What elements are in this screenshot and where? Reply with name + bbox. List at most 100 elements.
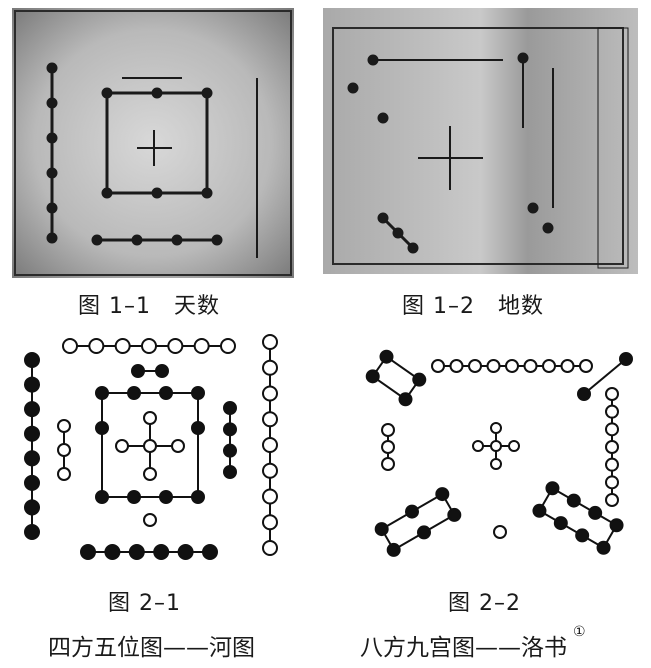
luoshu-east-chain bbox=[605, 387, 619, 507]
photo2-marks-rect bbox=[597, 27, 629, 269]
luoshu-southwest-pair-line bbox=[583, 358, 627, 395]
dishu-manuscript-image bbox=[323, 8, 638, 274]
luoshu-center-cross-dot bbox=[508, 440, 520, 452]
luoshu-east-chain-dot bbox=[605, 475, 619, 490]
luoshu-south-chain-dot bbox=[579, 359, 593, 373]
hetu-east-chain-dot bbox=[262, 411, 278, 428]
luoshu-northwest-diamond-dot bbox=[405, 504, 419, 519]
hetu-center-square-dot bbox=[95, 386, 109, 400]
caption-fig-2-2: 图 2–2 bbox=[448, 591, 521, 616]
hetu-center-square-dot bbox=[191, 490, 205, 504]
luoshu-southwest-pair bbox=[577, 352, 633, 401]
hetu-east-chain bbox=[262, 334, 278, 556]
footnote-mark: ① bbox=[573, 624, 586, 640]
hetu-north-chain-dot bbox=[177, 544, 194, 560]
hetu-center-cross-dot bbox=[143, 411, 157, 425]
hetu-center-cross-dot bbox=[143, 467, 157, 481]
photo2-marks-circle bbox=[377, 212, 389, 224]
tianshu-manuscript-image bbox=[12, 8, 294, 278]
luoshu-northeast-diamond-dot bbox=[609, 518, 624, 533]
hetu-east-chain-dot bbox=[262, 488, 278, 505]
photo2-marks-circle bbox=[542, 222, 554, 234]
hetu-center-square-dot bbox=[95, 421, 109, 435]
hetu-west-chain-dot bbox=[24, 352, 40, 368]
title-luoshu-text: 八方九宫图——洛书 bbox=[360, 635, 567, 661]
hetu-center-square-dot bbox=[191, 386, 205, 400]
luoshu-northeast-diamond-dot bbox=[566, 493, 581, 508]
luoshu-southeast-diamond-frame bbox=[371, 355, 421, 401]
hetu-center-square-dot bbox=[159, 386, 173, 400]
hetu-west-chain-dot bbox=[24, 425, 40, 442]
luoshu-center-cross bbox=[472, 422, 520, 470]
luoshu-center-cross-dot bbox=[490, 422, 502, 434]
hetu-west-chain-dot bbox=[24, 401, 40, 418]
hetu-diagram bbox=[24, 334, 278, 560]
hetu-east-chain-dot bbox=[262, 540, 278, 556]
luoshu-east-chain-dot bbox=[605, 440, 619, 454]
photo1-marks-circle bbox=[46, 232, 58, 244]
luoshu-northwest-diamond-dot bbox=[447, 507, 462, 522]
photo1-marks-circle bbox=[211, 234, 223, 246]
hetu-center-cross-dot bbox=[143, 439, 157, 453]
hetu-east-chain-dot bbox=[262, 359, 278, 376]
hetu-center-cross-dot bbox=[171, 439, 185, 453]
photo1-marks-circle bbox=[46, 62, 58, 74]
luoshu-northwest-diamond-dot bbox=[374, 522, 389, 537]
title-hetu: 四方五位图——河图 bbox=[48, 635, 255, 661]
photo2-marks-circle bbox=[392, 227, 404, 239]
photo1-marks-circle bbox=[91, 234, 103, 246]
luoshu-south-chain-dot bbox=[542, 359, 556, 373]
luoshu-east-chain-dot bbox=[605, 457, 619, 472]
hetu-north-chain bbox=[80, 544, 218, 560]
photo1-marks-circle bbox=[46, 132, 58, 144]
hetu-inner-west-chain-dot bbox=[57, 419, 71, 433]
photo1-marks-circle bbox=[46, 202, 58, 214]
hetu-north-chain-dot bbox=[153, 544, 170, 560]
hetu-inner-west-chain bbox=[57, 419, 71, 481]
luoshu-northeast-diamond-dot bbox=[575, 528, 590, 543]
luoshu-south-chain bbox=[431, 359, 593, 373]
hetu-center-square-dot bbox=[95, 490, 109, 504]
hetu-inner-east-chain-dot bbox=[223, 465, 237, 479]
luoshu-northeast-diamond-dot bbox=[545, 481, 560, 496]
luoshu-northeast-diamond-dot bbox=[553, 516, 568, 531]
photo1-marks-circle bbox=[151, 187, 163, 199]
photo2-marks-circle bbox=[407, 242, 419, 254]
hetu-east-chain-dot bbox=[262, 462, 278, 479]
hetu-inner-east-chain bbox=[223, 401, 237, 479]
hetu-west-chain-dot bbox=[24, 474, 40, 491]
photo2-marks-circle bbox=[367, 54, 379, 66]
luoshu-southeast-diamond-dot bbox=[365, 369, 380, 384]
hetu-south-chain-dot bbox=[114, 338, 131, 354]
hetu-center-square-dot bbox=[127, 386, 141, 400]
hetu-south-chain-dot bbox=[193, 338, 210, 354]
photo1-marks-circle bbox=[46, 97, 58, 109]
luoshu-diagram bbox=[365, 349, 633, 557]
luoshu-southwest-pair-dot bbox=[577, 387, 591, 401]
photo2-marks-circle bbox=[517, 52, 529, 64]
hetu-east-chain-dot bbox=[262, 514, 278, 531]
luoshu-northwest-diamond-dot bbox=[435, 487, 450, 502]
hetu-north-chain-dot bbox=[80, 544, 96, 560]
luoshu-northwest-diamond-frame bbox=[380, 492, 456, 552]
hetu-center-square-dot bbox=[159, 490, 173, 504]
caption-fig-1-1: 图 1–1 天数 bbox=[78, 294, 220, 319]
luoshu-south-chain-dot bbox=[449, 359, 464, 373]
hetu-center-cross-dot bbox=[115, 439, 129, 453]
photo1-marks-circle bbox=[131, 234, 143, 246]
luoshu-southeast-diamond-dot bbox=[412, 372, 427, 387]
hetu-center-square-frame bbox=[101, 392, 199, 498]
hetu-inner-north-dot bbox=[143, 513, 157, 527]
hetu-south-chain bbox=[62, 338, 236, 354]
hetu-south-chain-dot bbox=[88, 338, 105, 354]
hetu-south-chain-dot bbox=[62, 338, 78, 354]
luoshu-west-chain-dot bbox=[381, 457, 395, 471]
hetu-inner-west-chain-dot bbox=[57, 467, 71, 481]
luoshu-south-chain-dot bbox=[468, 359, 482, 373]
hetu-center-square bbox=[95, 386, 205, 504]
hetu-north-chain-dot bbox=[104, 544, 121, 560]
hetu-inner-west-chain-dot bbox=[57, 443, 71, 457]
luoshu-east-chain-dot bbox=[605, 387, 619, 401]
hetu-west-chain-dot bbox=[24, 499, 40, 516]
luoshu-south-chain-dot bbox=[505, 359, 519, 373]
